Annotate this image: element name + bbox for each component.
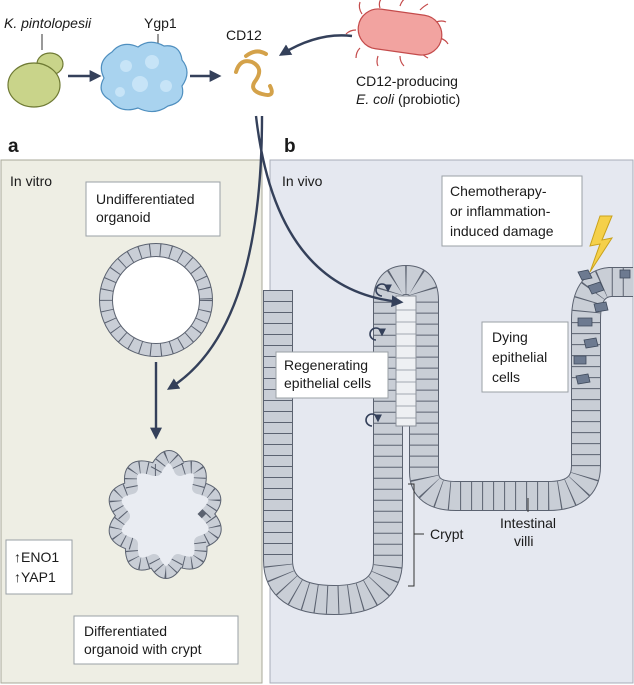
probiotic-suffix: (probiotic) (394, 91, 460, 107)
crypt-label: Crypt (430, 526, 464, 542)
lightning-bolt-icon (589, 215, 614, 273)
villi-label-line2: villi (514, 533, 533, 549)
probiotic-label-line1: CD12-producing (356, 73, 458, 89)
dying-label-line1: Dying (492, 329, 528, 345)
differentiated-label-line2: organoid with crypt (84, 641, 202, 657)
cd12-label: CD12 (226, 27, 262, 43)
panel-b-title: In vivo (282, 173, 323, 189)
damage-label-line2: or inflammation- (450, 203, 551, 219)
intestinal-epithelium-illustration (263, 265, 633, 615)
ecoli-bacterium-icon (345, 0, 449, 67)
undifferentiated-organoid-icon (99, 243, 213, 357)
ecoli-name: E. coli (356, 91, 395, 107)
panel-a-title: In vitro (10, 173, 52, 189)
damage-label-line3: induced damage (450, 223, 554, 239)
ygp1-label: Ygp1 (144, 15, 177, 31)
damage-label-box (441, 175, 583, 247)
regeneration-cycle-icons (365, 283, 392, 427)
arrow-cd12-to-in-vivo (254, 115, 404, 308)
undifferentiated-label-box (85, 181, 221, 237)
dying-cells (573, 269, 631, 385)
dying-label-box (481, 321, 569, 393)
villi-label-line1: Intestinal (500, 515, 556, 531)
panel-a-letter: a (8, 136, 19, 157)
damage-label-line1: Chemotherapy- (450, 183, 547, 199)
differentiated-organoid-icon (108, 450, 222, 579)
panel-a-background (0, 159, 263, 684)
undifferentiated-label-line2: organoid (96, 209, 151, 225)
marker-yap1: ↑YAP1 (14, 569, 56, 585)
differentiated-label-line1: Differentiated (84, 623, 167, 639)
regenerating-label-box (275, 351, 389, 399)
cd12-molecule-icon (234, 49, 274, 97)
crypt-bracket (408, 483, 424, 587)
probiotic-label-line2: E. coli (probiotic) (356, 91, 460, 107)
regenerating-cell-borders (396, 309, 416, 419)
dying-label-line3: cells (492, 369, 520, 385)
arrow-ecoli-to-cd12 (278, 34, 353, 56)
regenerating-cells (395, 295, 417, 427)
dying-label-line2: epithelial (492, 349, 547, 365)
yeast-icon (7, 52, 64, 108)
undifferentiated-label-line1: Undifferentiated (96, 191, 195, 207)
differentiated-label-box (73, 615, 239, 665)
panel-b-letter: b (284, 136, 296, 157)
organism-label: K. pintolopesii (4, 15, 92, 31)
regenerating-label-line2: epithelial cells (284, 375, 371, 391)
markers-label-box (5, 539, 73, 595)
marker-eno1: ↑ENO1 (14, 549, 59, 565)
arrow-cd12-to-in-vitro (166, 115, 264, 390)
regenerating-label-line1: Regenerating (284, 357, 368, 373)
ygp1-protein-icon (100, 41, 188, 113)
